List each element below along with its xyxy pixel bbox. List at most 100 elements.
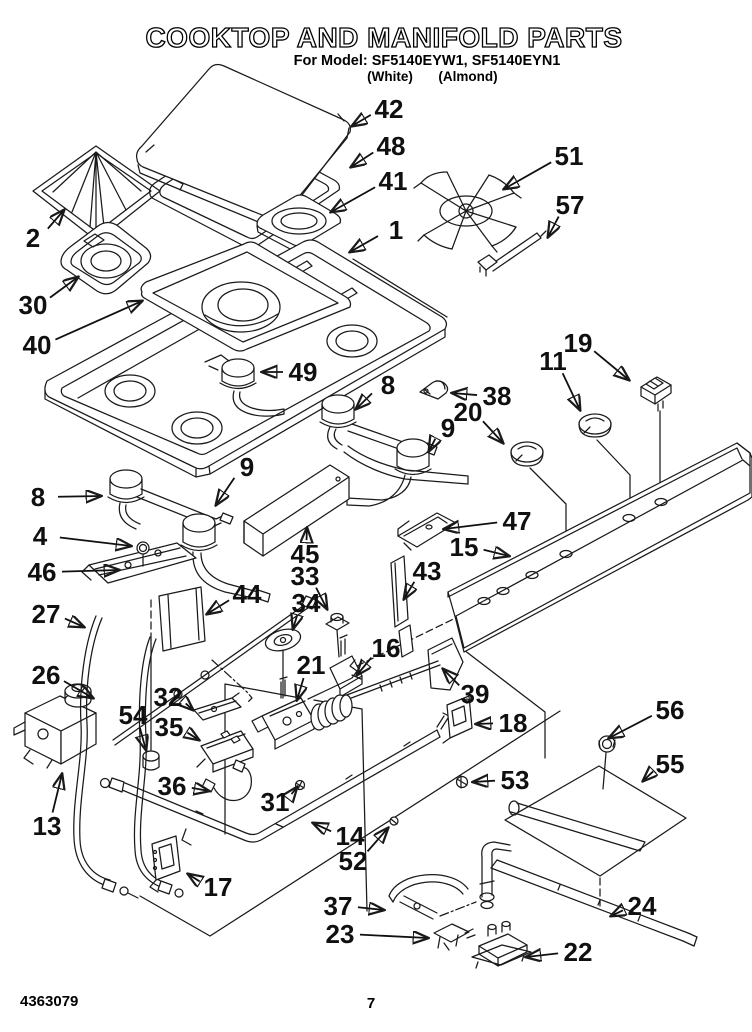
part-burner-grate-right [413,171,522,253]
part-screw-53 [455,775,469,789]
svg-text:31: 31 [261,787,290,817]
page-number: 7 [367,995,375,1012]
part-grommet-54 [142,599,160,771]
callout-8: 8 [31,482,101,512]
part-module-35 [196,730,254,773]
callout-56: 56 [609,695,684,738]
svg-text:42: 42 [375,94,404,124]
callout-1: 1 [350,215,403,252]
svg-text:43: 43 [413,556,442,586]
callout-43: 43 [404,556,441,599]
part-panel-44 [158,586,206,652]
part-manifold-pipe-14 [99,712,450,846]
part-screw-52 [389,816,399,826]
svg-text:47: 47 [503,506,532,536]
svg-text:54: 54 [119,700,148,730]
part-panel-39 [427,637,464,691]
part-heat-shield-55 [504,752,687,907]
svg-text:8: 8 [31,482,45,512]
callout-41: 41 [331,166,407,212]
svg-text:35: 35 [155,712,184,742]
callout-11: 11 [539,346,580,410]
part-wire-36 [201,759,252,802]
part-burner-left-front [180,513,271,603]
rocker-switch [640,376,672,501]
model-line: For Model: SF5140EYW1, SF5140EYN1 [294,53,561,69]
part-bracket-47 [397,512,457,551]
svg-text:23: 23 [326,919,355,949]
callout-30: 30 [19,277,78,320]
callout-46: 46 [28,557,119,587]
callout-17: 17 [188,872,232,902]
callout-21: 21 [297,650,326,700]
callout-13: 13 [33,774,62,841]
svg-text:37: 37 [324,891,353,921]
svg-text:13: 13 [33,811,62,841]
callout-16: 16 [357,633,400,675]
part-clip [419,380,449,400]
callout-57: 57 [548,190,584,237]
knob-front [510,441,567,552]
callout-20: 20 [454,397,503,443]
svg-text:48: 48 [377,131,406,161]
svg-text:53: 53 [501,765,530,795]
svg-text:20: 20 [454,397,483,427]
part-igniter [477,230,547,277]
callout-55: 55 [643,749,684,781]
part-burner-right-front [346,438,432,507]
callout-31: 31 [261,787,297,817]
svg-text:14: 14 [336,821,365,851]
svg-text:33: 33 [291,561,320,591]
svg-text:21: 21 [297,650,326,680]
finish-almond: (Almond) [438,69,497,84]
svg-text:18: 18 [499,708,528,738]
svg-text:11: 11 [539,346,567,376]
svg-text:56: 56 [656,695,685,725]
svg-text:9: 9 [441,413,455,443]
callout-2: 2 [26,210,64,253]
part-panel-43 [390,555,414,658]
svg-text:45: 45 [291,539,320,569]
part-tube-26 [133,636,184,898]
svg-text:39: 39 [461,679,490,709]
part-bracket-17 [149,835,181,893]
svg-text:57: 57 [556,190,585,220]
callout-45: 45 [291,528,320,569]
svg-text:30: 30 [19,290,48,320]
callout-9: 9 [429,413,455,451]
part-bracket-18 [442,695,473,744]
callout-51: 51 [504,141,583,189]
part-nut-4 [136,541,150,567]
part-nut-56 [598,735,616,753]
page-title: COOKTOP AND MANIFOLD PARTS [145,22,622,53]
part-bracket-23 [433,923,476,951]
svg-text:55: 55 [656,749,685,779]
callout-49: 49 [262,357,317,387]
svg-text:16: 16 [372,633,401,663]
callout-38: 38 [452,381,511,411]
svg-text:44: 44 [233,579,262,609]
svg-text:41: 41 [379,166,408,196]
svg-text:32: 32 [154,682,183,712]
callout-40: 40 [23,301,142,360]
svg-text:52: 52 [339,846,368,876]
callout-47: 47 [444,506,531,536]
callout-24: 24 [611,891,657,921]
part-fitting-33 [325,612,350,658]
part-burner-grate-left [32,145,161,242]
svg-text:8: 8 [381,370,395,400]
part-elbow-pipe [479,841,512,910]
part-rail-24 [490,859,698,947]
callout-27: 27 [32,599,84,629]
callout-34: 34 [292,588,321,629]
callout-19: 19 [564,328,629,380]
svg-text:51: 51 [555,141,584,171]
svg-text:26: 26 [32,660,61,690]
svg-text:40: 40 [23,330,52,360]
svg-text:2: 2 [26,223,40,253]
part-thermostat-21 [251,659,358,750]
callout-33: 33 [291,561,327,609]
